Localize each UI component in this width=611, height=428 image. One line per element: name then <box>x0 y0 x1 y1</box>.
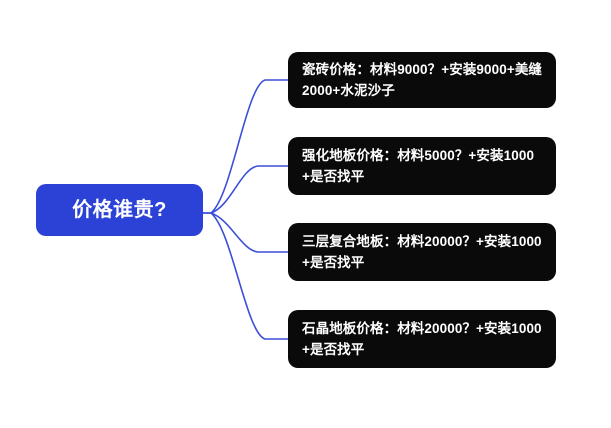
branch-node-1[interactable]: 瓷砖价格：材料9000？+安装9000+美缝2000+水泥沙子 <box>288 52 556 108</box>
connector-branch-1 <box>210 79 289 214</box>
connector-branch-4 <box>210 212 289 340</box>
branch-node-3-label: 三层复合地板：材料20000？+安装1000+是否找平 <box>302 234 542 270</box>
root-node[interactable]: 价格谁贵? <box>36 184 203 236</box>
branch-node-4[interactable]: 石晶地板价格：材料20000？+安装1000+是否找平 <box>288 310 556 368</box>
branch-node-2[interactable]: 强化地板价格：材料5000？+安装1000+是否找平 <box>288 137 556 195</box>
root-node-label: 价格谁贵? <box>72 199 167 221</box>
branch-node-3[interactable]: 三层复合地板：材料20000？+安装1000+是否找平 <box>288 223 556 281</box>
branch-node-2-label: 强化地板价格：材料5000？+安装1000+是否找平 <box>302 148 535 184</box>
connector-branch-3 <box>210 212 289 253</box>
branch-node-1-label: 瓷砖价格：材料9000？+安装9000+美缝2000+水泥沙子 <box>302 62 543 98</box>
connector-branch-2 <box>210 165 289 214</box>
branch-node-4-label: 石晶地板价格：材料20000？+安装1000+是否找平 <box>302 321 542 357</box>
